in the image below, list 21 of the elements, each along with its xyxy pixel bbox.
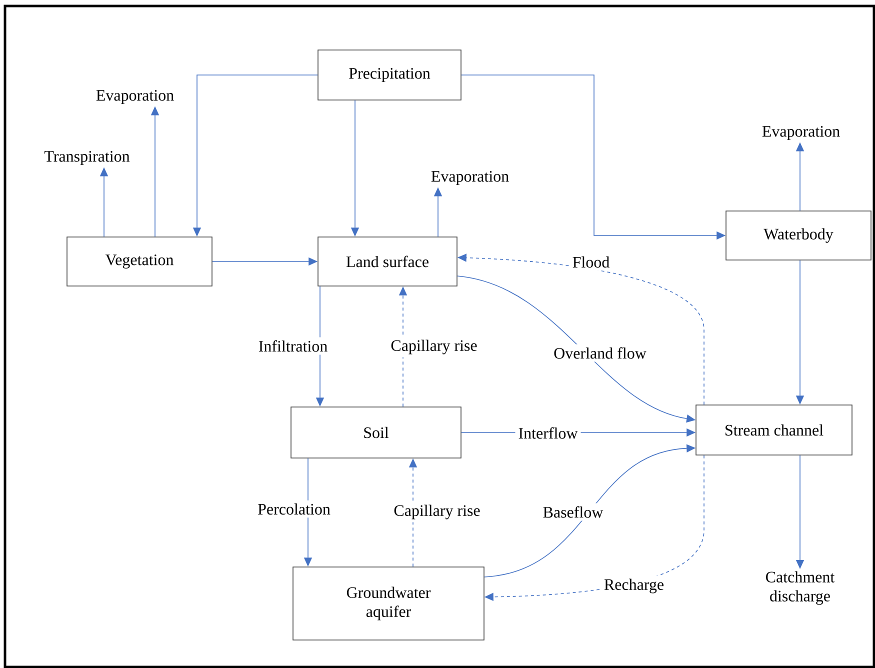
edge-label: Infiltration [255, 337, 331, 355]
process-box: Soil [290, 406, 462, 458]
process-label: Evaporation [431, 171, 509, 185]
edge-label: Overland flow [550, 344, 650, 362]
process-box: Land surface [318, 236, 458, 286]
process-box: Waterbody [726, 210, 872, 260]
edge-label: Flood [569, 253, 613, 271]
edge-label: Interflow [515, 424, 581, 442]
process-box: Precipitation [318, 50, 462, 100]
edge-label: Baseflow [540, 503, 606, 521]
process-label: Catchment discharge [766, 571, 835, 605]
process-box: Stream channel [696, 404, 852, 456]
process-label: Evaporation [96, 90, 174, 104]
process-box: Vegetation [66, 236, 212, 286]
edge-label: Recharge [600, 576, 668, 596]
process-label: Evaporation [762, 126, 840, 140]
edge-label: Percolation [254, 500, 334, 518]
edge-label: Capillary rise [388, 336, 480, 358]
process-box: Groundwater aquifer [292, 566, 484, 640]
process-label: Transpiration [44, 151, 130, 165]
edge-label: Capillary rise [390, 502, 484, 522]
